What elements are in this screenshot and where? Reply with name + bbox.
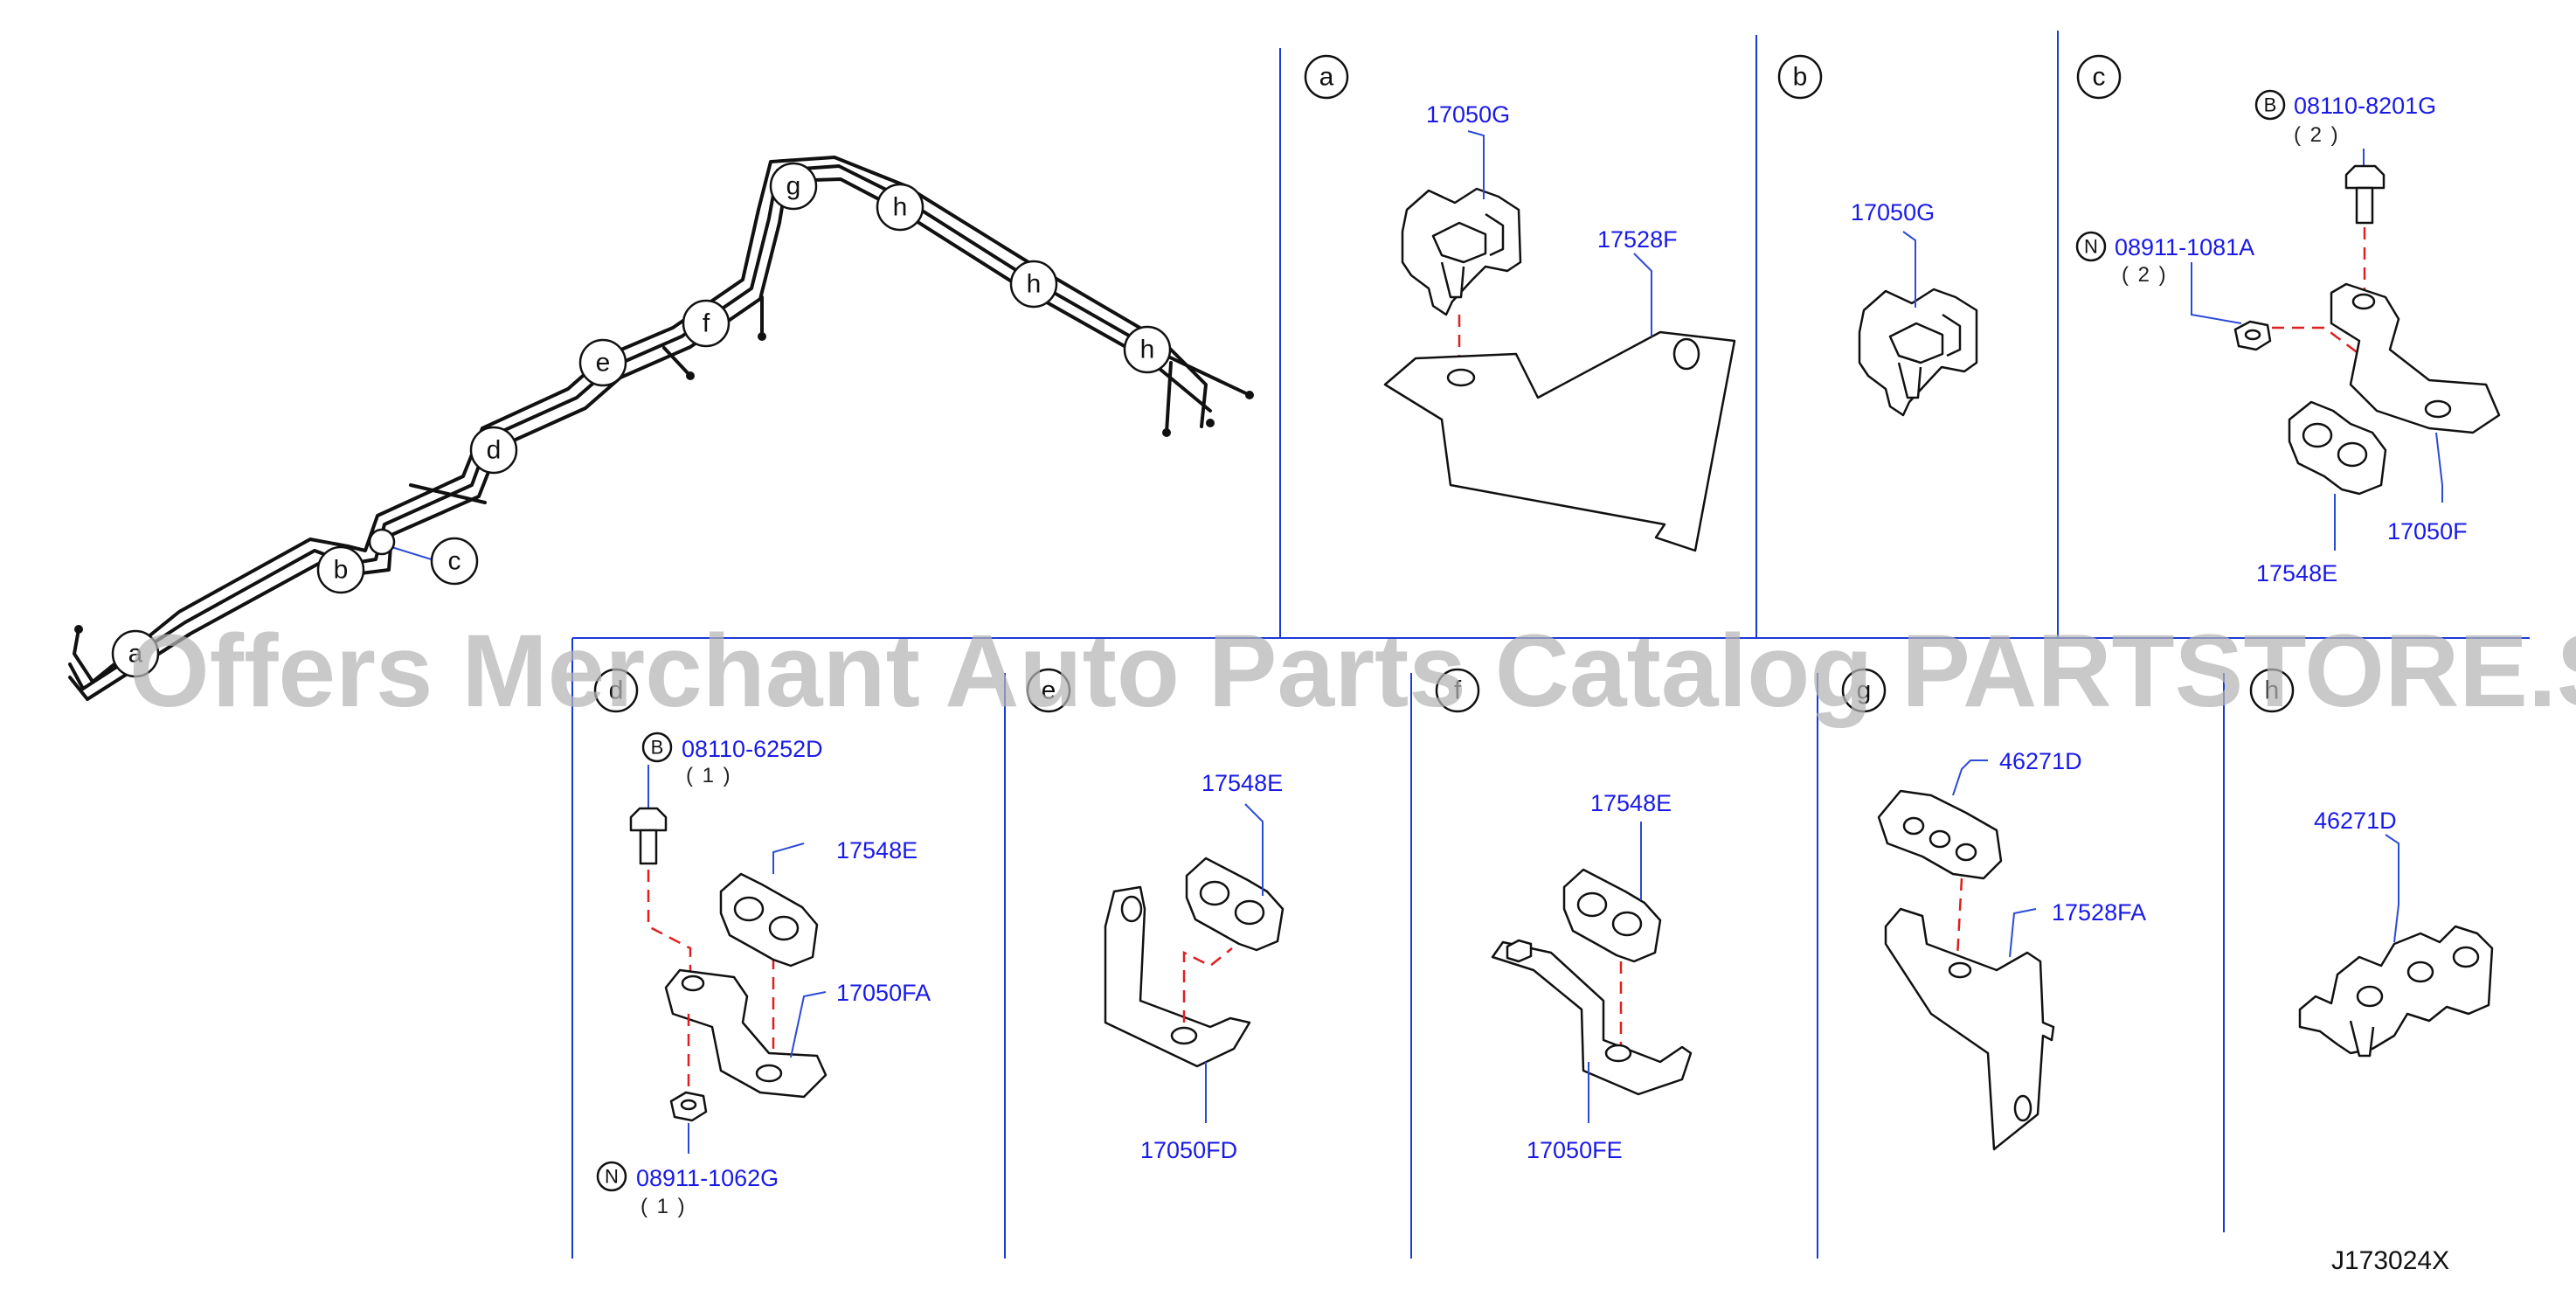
watermark: Offers Merchant Auto Parts Catalog PARTS… bbox=[129, 614, 2576, 729]
overview-callout-a[interactable]: a bbox=[111, 629, 160, 678]
overview-callouts: a b c d e f g h h h bbox=[111, 162, 1172, 678]
callout-08911-1062G[interactable]: 08911-1062G bbox=[636, 1165, 779, 1191]
panel-g-label: g bbox=[1857, 676, 1872, 705]
panel-b: b 17050G bbox=[1777, 54, 1978, 417]
panel-f-label: f bbox=[1454, 676, 1462, 705]
overview-callout-h-1[interactable]: h bbox=[876, 183, 924, 232]
svg-text:e: e bbox=[596, 349, 611, 378]
svg-text:d: d bbox=[487, 436, 502, 465]
clip-point-c bbox=[368, 528, 396, 556]
bracket-17050F bbox=[2330, 282, 2501, 434]
panel-d: d B 08110-6252D ( 1 ) 17548E 17050FA bbox=[593, 668, 931, 1218]
clip-17050G-a bbox=[1401, 187, 1522, 316]
nut-08911-1081A bbox=[2233, 320, 2272, 351]
overview-callout-g[interactable]: g bbox=[769, 162, 818, 211]
bracket-17050FD bbox=[1104, 885, 1251, 1068]
clip-17548E-d bbox=[719, 872, 819, 968]
svg-text:( 2 ): ( 2 ) bbox=[2294, 123, 2340, 147]
svg-text:f: f bbox=[703, 309, 710, 338]
callout-08110-6252D[interactable]: 08110-6252D bbox=[682, 736, 823, 762]
callout-17548E-f[interactable]: 17548E bbox=[1590, 790, 1672, 816]
panel-g: g 46271D 17528FA bbox=[1841, 668, 2146, 1151]
bracket-17528F bbox=[1383, 330, 1736, 552]
svg-text:B: B bbox=[2264, 94, 2277, 116]
panel-d-label: d bbox=[609, 676, 624, 705]
panel-h-label: h bbox=[2265, 676, 2280, 705]
overview-callout-f[interactable]: f bbox=[682, 299, 731, 348]
callout-17050G-b[interactable]: 17050G bbox=[1851, 199, 1935, 225]
clip-46271D-h bbox=[2298, 925, 2494, 1058]
callout-08911-1081A[interactable]: 08911-1081A bbox=[2115, 234, 2254, 260]
bracket-17528FA bbox=[1884, 907, 2055, 1151]
callout-17528F[interactable]: 17528F bbox=[1597, 226, 1678, 253]
svg-text:N: N bbox=[2084, 236, 2098, 258]
svg-text:( 1 ): ( 1 ) bbox=[686, 764, 732, 787]
panel-c: c B 08110-8201G ( 2 ) N 08911-1081A ( 2 … bbox=[2075, 54, 2501, 586]
overview-callout-b[interactable]: b bbox=[316, 545, 365, 594]
callout-46271D-g[interactable]: 46271D bbox=[1999, 748, 2082, 774]
callout-17528FA[interactable]: 17528FA bbox=[2052, 899, 2146, 926]
bolt-08110-6252D bbox=[629, 807, 668, 865]
callout-17050FD[interactable]: 17050FD bbox=[1140, 1137, 1237, 1163]
callout-17050FA[interactable]: 17050FA bbox=[836, 980, 931, 1006]
overview-callout-h-3[interactable]: h bbox=[1123, 325, 1172, 374]
callout-17050G-a[interactable]: 17050G bbox=[1426, 101, 1510, 128]
callout-17548E-e[interactable]: 17548E bbox=[1201, 770, 1283, 796]
svg-text:N: N bbox=[605, 1166, 619, 1188]
clip-17050G-b bbox=[1858, 288, 1978, 417]
nut-08911-1062G bbox=[669, 1091, 708, 1122]
bracket-17050FA bbox=[664, 968, 828, 1099]
svg-text:h: h bbox=[893, 193, 908, 222]
bracket-17050FE bbox=[1491, 940, 1693, 1096]
overview-callout-e[interactable]: e bbox=[578, 338, 627, 387]
panel-h: h 46271D bbox=[2249, 668, 2494, 1058]
panel-e-label: e bbox=[1042, 676, 1056, 705]
svg-text:h: h bbox=[1027, 270, 1042, 299]
overview-callout-d[interactable]: d bbox=[469, 426, 518, 475]
panel-c-label: c bbox=[2093, 63, 2106, 92]
svg-text:g: g bbox=[786, 172, 801, 201]
callout-17548E-c[interactable]: 17548E bbox=[2256, 560, 2337, 586]
panel-a: a 17050G 17528F bbox=[1304, 54, 1736, 552]
bolt-08110-8201G bbox=[2344, 164, 2386, 225]
callout-17050FE[interactable]: 17050FE bbox=[1527, 1137, 1623, 1163]
panel-a-label: a bbox=[1319, 63, 1334, 92]
svg-text:B: B bbox=[651, 737, 664, 759]
svg-text:c: c bbox=[448, 547, 461, 576]
overview-callout-c[interactable]: c bbox=[430, 537, 479, 586]
clip-17548E-c bbox=[2288, 400, 2387, 496]
panel-dividers bbox=[571, 31, 2530, 1259]
clip-17548E-f bbox=[1562, 868, 1662, 963]
panel-b-label: b bbox=[1793, 63, 1808, 92]
svg-text:a: a bbox=[128, 640, 143, 669]
callout-17050F[interactable]: 17050F bbox=[2387, 518, 2468, 544]
clip-17548E-e bbox=[1185, 857, 1285, 952]
overview-callout-h-2[interactable]: h bbox=[1009, 260, 1058, 309]
panel-e: e 17548E 17050FD bbox=[1026, 668, 1285, 1163]
callout-08110-8201G[interactable]: 08110-8201G bbox=[2294, 93, 2436, 119]
svg-text:( 2 ): ( 2 ) bbox=[2122, 263, 2168, 287]
grommet-46271D-g bbox=[1877, 789, 2003, 880]
callout-46271D-h[interactable]: 46271D bbox=[2314, 808, 2397, 834]
svg-text:( 1 ): ( 1 ) bbox=[641, 1195, 687, 1218]
diagram-reference-code: J173024X bbox=[2331, 1246, 2449, 1275]
callout-17548E-d[interactable]: 17548E bbox=[836, 837, 918, 864]
panel-f: f 17548E 17050FE bbox=[1435, 668, 1693, 1163]
svg-text:b: b bbox=[334, 556, 349, 585]
svg-text:h: h bbox=[1140, 336, 1155, 364]
